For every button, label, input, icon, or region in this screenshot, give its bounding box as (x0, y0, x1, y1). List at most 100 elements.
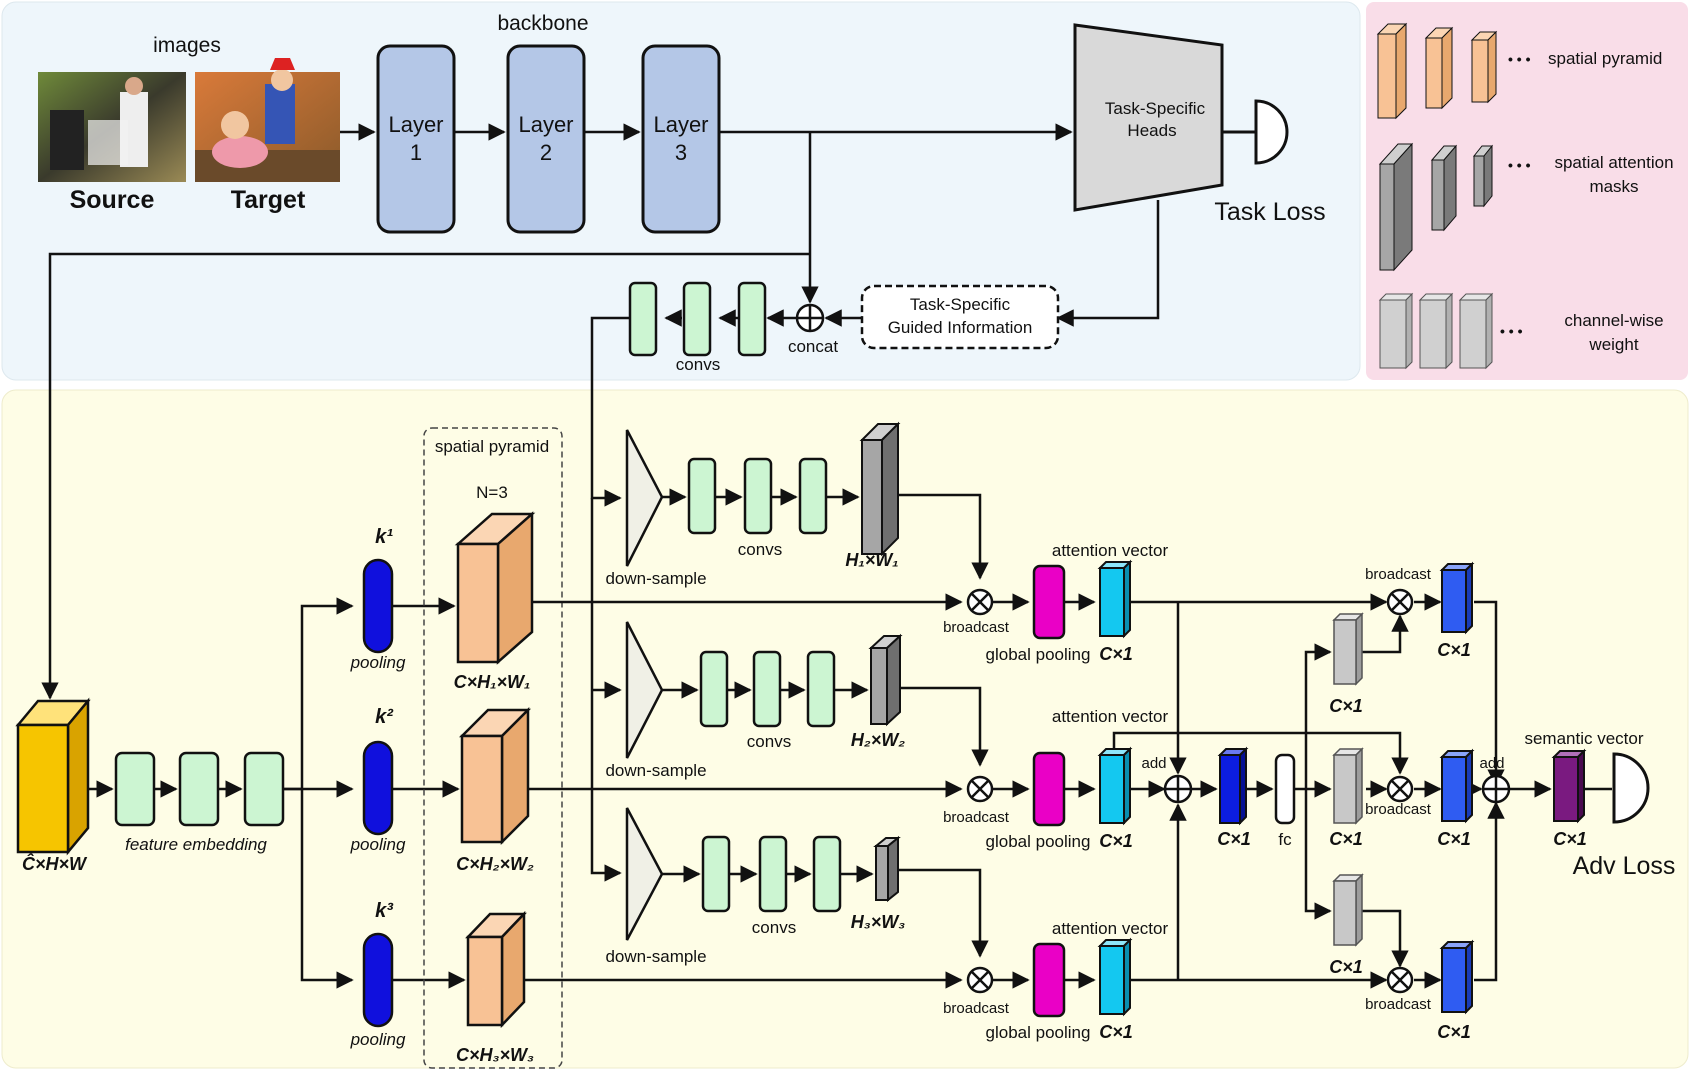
legend-spatial-pyramid-label: spatial pyramid (1548, 49, 1662, 68)
guided-arrows (41, 132, 1160, 882)
global-pooling-label-1: global pooling (986, 645, 1091, 664)
pyramid-level-1-cube (454, 511, 536, 665)
layer-1-block: Layer 1 (376, 44, 456, 234)
mask-conv-2b (752, 650, 782, 728)
broadcast-label-3: broadcast (943, 1000, 1010, 1017)
global-pooling-label-3: global pooling (986, 1023, 1091, 1042)
pyramid-dims-1: C×H₁×W₁ (454, 672, 531, 692)
pooling-label-1: pooling (350, 653, 406, 672)
pooling-2 (362, 740, 394, 836)
k2-label: k² (375, 706, 394, 728)
backbone-title: backbone (497, 12, 588, 35)
down-sample-label-3: down-sample (605, 947, 706, 966)
mask-conv-3c (812, 835, 842, 913)
guided-information-box (860, 284, 1060, 350)
legend-mask-slab-1 (1378, 142, 1414, 272)
pooling-3 (362, 932, 394, 1028)
broadcast-label-5: broadcast (1365, 801, 1432, 818)
pyramid-arrows (524, 593, 963, 989)
legend-channel-line1: channel-wise (1564, 311, 1663, 330)
attention-vector-label-2: attention vector (1052, 707, 1169, 726)
cx1-label-av3: C×1 (1099, 1022, 1133, 1042)
k3-label: k³ (375, 900, 394, 922)
mask-branch-arrows (662, 488, 989, 958)
add-op-fusion (1163, 774, 1193, 804)
add-label-2: add (1479, 755, 1504, 772)
concat-operator (795, 303, 825, 333)
pooling-label-3: pooling (350, 1030, 406, 1049)
feature-map-block (15, 697, 91, 856)
multiply-op-6 (1386, 966, 1414, 994)
global-pooling-label-2: global pooling (986, 832, 1091, 851)
adv-loss-label: Adv Loss (1573, 852, 1676, 880)
embedding-conv-1 (114, 751, 156, 827)
domain-module-panel (1, 389, 1689, 1069)
k1-label: k¹ (375, 526, 393, 548)
mask-conv-3b (758, 835, 788, 913)
task-loss-head (1254, 99, 1289, 165)
legend-mask-slab-3 (1472, 144, 1494, 208)
broadcast-label-1: broadcast (943, 619, 1010, 636)
guided-info-line1: Task-Specific (910, 295, 1011, 314)
channel-weight-3 (1332, 873, 1364, 947)
attention-vector-2 (1097, 746, 1133, 826)
guided-info-line2: Guided Information (888, 318, 1033, 337)
legend-weight-bar-2 (1418, 292, 1454, 370)
cx1-label-cw3: C×1 (1329, 957, 1363, 977)
spatial-pyramid-label: spatial pyramid (435, 437, 549, 456)
heads-label-line2: Heads (1127, 121, 1176, 140)
n-levels-label: N=3 (476, 483, 508, 502)
source-label: Source (70, 186, 155, 214)
multiply-op-1 (966, 588, 994, 616)
heads-label-line1: Task-Specific (1105, 99, 1206, 118)
mask-conv-2a (699, 650, 729, 728)
layer-3-word: Layer (653, 112, 708, 137)
fc-label: fc (1278, 830, 1292, 849)
legend-dots-2: • • • (1508, 157, 1531, 173)
guided-conv-1 (737, 281, 767, 357)
embedding-arrows (88, 597, 354, 989)
mask-dims-3: H₃×W₃ (851, 912, 906, 932)
target-label: Target (231, 186, 306, 214)
legend-dots-3: • • • (1500, 323, 1523, 339)
multiply-op-3 (966, 966, 994, 994)
down-sample-2 (625, 621, 664, 759)
multiply-op-2 (966, 775, 994, 803)
legend-mask-slab-2 (1430, 144, 1458, 232)
fusion-arrows (1112, 593, 1612, 989)
global-pooling-1 (1032, 564, 1066, 640)
legend-weight-bar-1 (1378, 292, 1414, 370)
layer-2-word: Layer (518, 112, 573, 137)
cx1-label-wv2: C×1 (1437, 829, 1471, 849)
multiply-op-5 (1386, 775, 1414, 803)
legend-channel-line2: weight (1588, 335, 1638, 354)
legend-pyramid-cube-3 (1470, 30, 1498, 104)
legend-attention-line1: spatial attention (1554, 153, 1673, 172)
mask-conv-1c (798, 457, 828, 535)
mask-dims-2: H₂×W₂ (851, 730, 905, 750)
mask-conv-2c (806, 650, 836, 728)
concat-label: concat (788, 337, 838, 356)
channel-weight-1 (1332, 612, 1364, 686)
attention-mask-2 (868, 633, 903, 727)
mask-conv-1a (687, 457, 717, 535)
broadcast-label-2: broadcast (943, 809, 1010, 826)
down-sample-label-1: down-sample (605, 569, 706, 588)
attention-vector-label-1: attention vector (1052, 541, 1169, 560)
pyramid-dims-3: C×H₃×W₃ (456, 1045, 534, 1065)
weighted-vector-2 (1439, 748, 1475, 824)
weighted-vector-1 (1439, 561, 1475, 635)
cx1-label-av1: C×1 (1099, 644, 1133, 664)
legend-pyramid-cube-1 (1376, 22, 1408, 120)
broadcast-label-4: broadcast (1365, 566, 1432, 583)
layer-2-block: Layer 2 (506, 44, 586, 234)
pooling-1 (362, 558, 394, 654)
attention-mask-3 (873, 835, 901, 903)
mask-conv-1b (743, 457, 773, 535)
task-specific-heads: Task-Specific Heads (1073, 23, 1224, 212)
cx1-label-fused: C×1 (1217, 829, 1251, 849)
layer-3-number: 3 (675, 140, 687, 165)
pooling-label-2: pooling (350, 835, 406, 854)
cx1-label-wv3: C×1 (1437, 1022, 1471, 1042)
pyramid-level-2-cube (458, 706, 532, 846)
